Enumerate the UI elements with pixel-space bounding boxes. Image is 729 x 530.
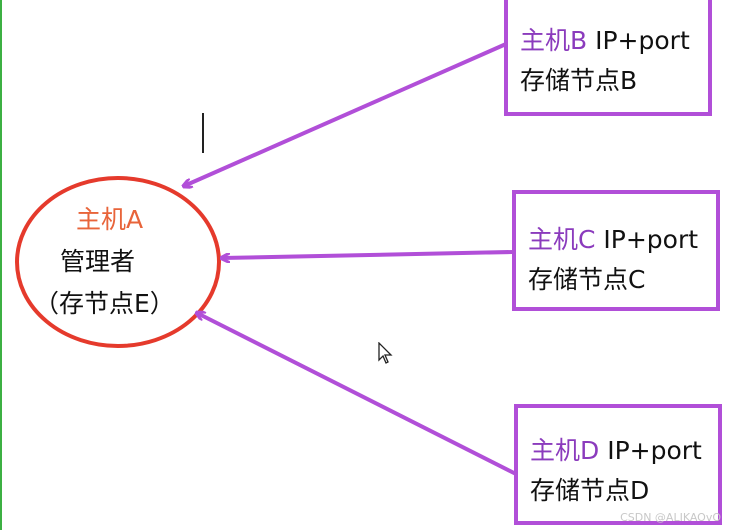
host-d-addr: IP+port (599, 436, 702, 465)
host-d-store: 存储节点D (530, 476, 650, 505)
host-b-label: 主机B (520, 26, 588, 55)
text-cursor-bar (202, 113, 204, 153)
manager-node-ellipse (15, 176, 221, 348)
manager-title: 主机A (76, 205, 144, 234)
host-b-box: 主机B IP+port 存储节点B (504, 0, 712, 116)
arrow-from-host-d (197, 313, 517, 476)
mouse-pointer-icon (378, 342, 393, 364)
manager-note: （存节点E） (34, 289, 175, 318)
host-b-addr: IP+port (587, 26, 690, 55)
arrow-from-host-b (184, 42, 507, 186)
host-d-label: 主机D (530, 436, 600, 465)
host-c-box: 主机C IP+port 存储节点C (512, 190, 720, 311)
manager-role: 管理者 (60, 247, 136, 276)
host-c-store: 存储节点C (528, 265, 646, 294)
host-c-addr: IP+port (595, 225, 699, 254)
left-edge-rule (0, 0, 2, 530)
arrow-from-host-c (222, 250, 513, 258)
host-c-label: 主机C (528, 225, 596, 254)
host-b-store: 存储节点B (520, 66, 638, 95)
watermark: CSDN @ALIKAOvO (620, 511, 721, 524)
host-d-box: 主机D IP+port 存储节点D (514, 404, 722, 525)
